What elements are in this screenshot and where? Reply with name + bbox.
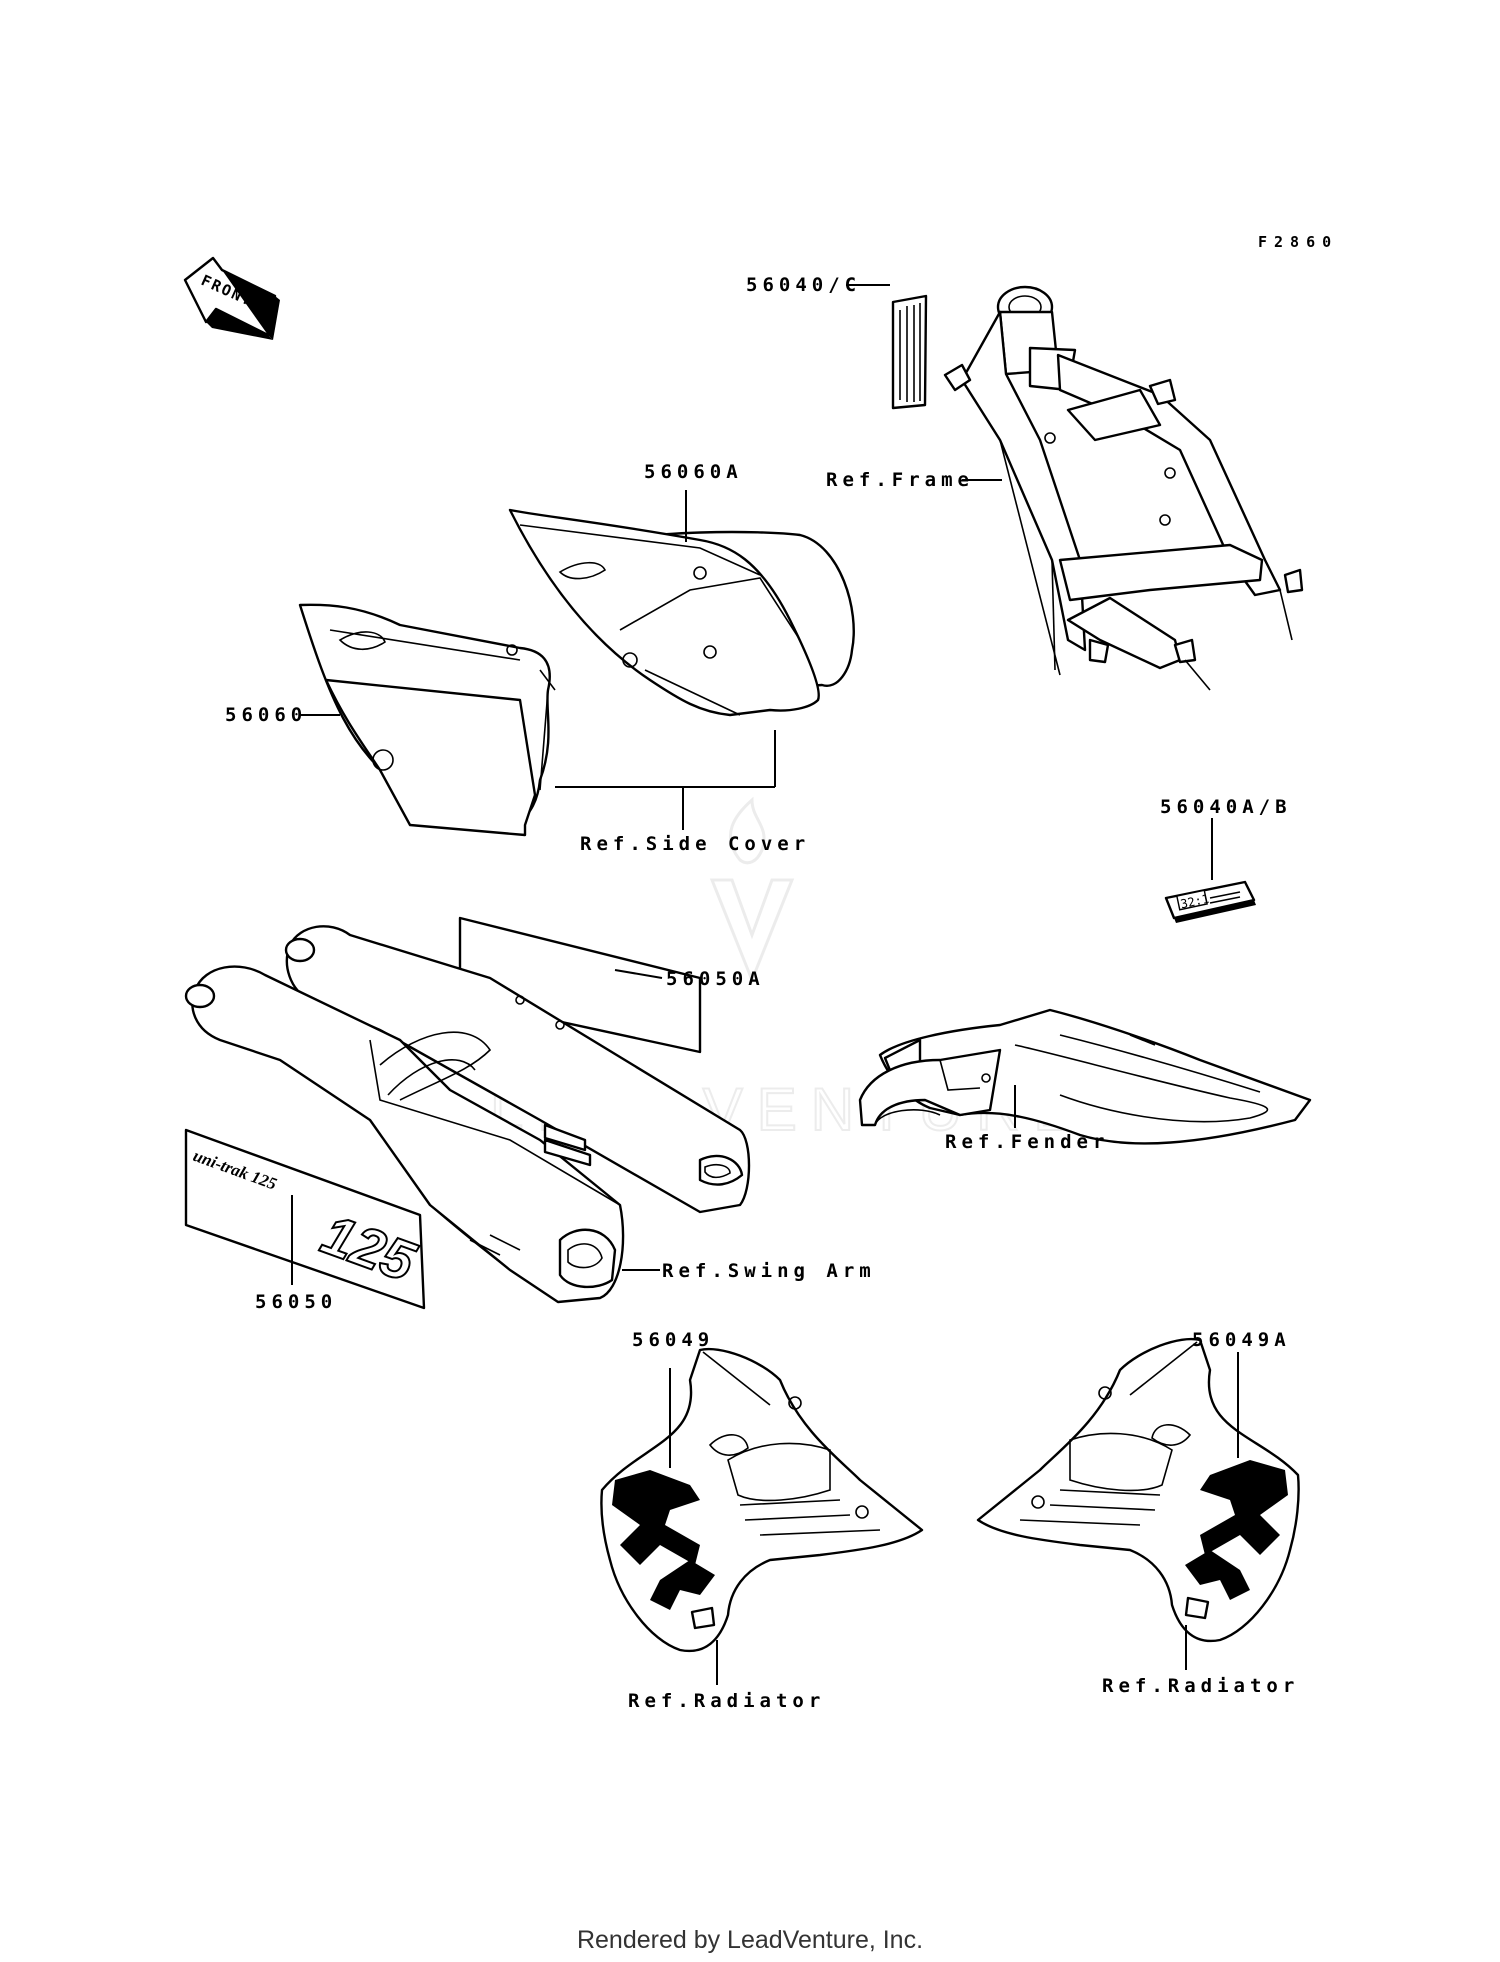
label-ref-frame: Ref.Frame bbox=[826, 469, 974, 491]
footer-credit: Rendered by LeadVenture, Inc. bbox=[577, 1926, 923, 1954]
leader-ref-side-cover bbox=[555, 730, 776, 830]
decal-56050: uni-trak 125 125 bbox=[184, 1128, 426, 1310]
label-ref-radiator-left: Ref.Radiator bbox=[628, 1690, 825, 1712]
label-ref-swing-arm: Ref.Swing Arm bbox=[662, 1260, 876, 1282]
drawing-code: F2860 bbox=[1258, 233, 1338, 251]
fender bbox=[858, 1008, 1312, 1145]
side-cover-56060a bbox=[508, 508, 855, 717]
radiator-shroud-left bbox=[600, 1347, 924, 1653]
label-ref-fender: Ref.Fender bbox=[945, 1131, 1109, 1153]
decal-56040ab: 32:1 bbox=[1164, 880, 1256, 923]
leader-56050a bbox=[614, 969, 663, 979]
label-56049a: 56049A bbox=[1192, 1329, 1291, 1351]
label-56050a: 56050A bbox=[666, 968, 765, 990]
label-ref-radiator-right: Ref.Radiator bbox=[1102, 1675, 1299, 1697]
decal-56040c bbox=[891, 294, 928, 410]
side-cover-56060 bbox=[298, 603, 556, 837]
label-56040c: 56040/C bbox=[746, 274, 861, 296]
label-56040ab: 56040A/B bbox=[1160, 796, 1292, 818]
radiator-shroud-right bbox=[976, 1337, 1300, 1643]
label-56049: 56049 bbox=[632, 1329, 714, 1351]
label-56060: 56060 bbox=[225, 704, 307, 726]
gauge-decal-text: 32:1 bbox=[1179, 892, 1210, 912]
label-56060a: 56060A bbox=[644, 461, 743, 483]
label-ref-side-cover: Ref.Side Cover bbox=[580, 833, 810, 855]
label-56050: 56050 bbox=[255, 1291, 337, 1313]
swing-arm bbox=[184, 925, 751, 1304]
front-arrow-icon: FRONT bbox=[183, 256, 280, 340]
frame bbox=[943, 285, 1304, 691]
